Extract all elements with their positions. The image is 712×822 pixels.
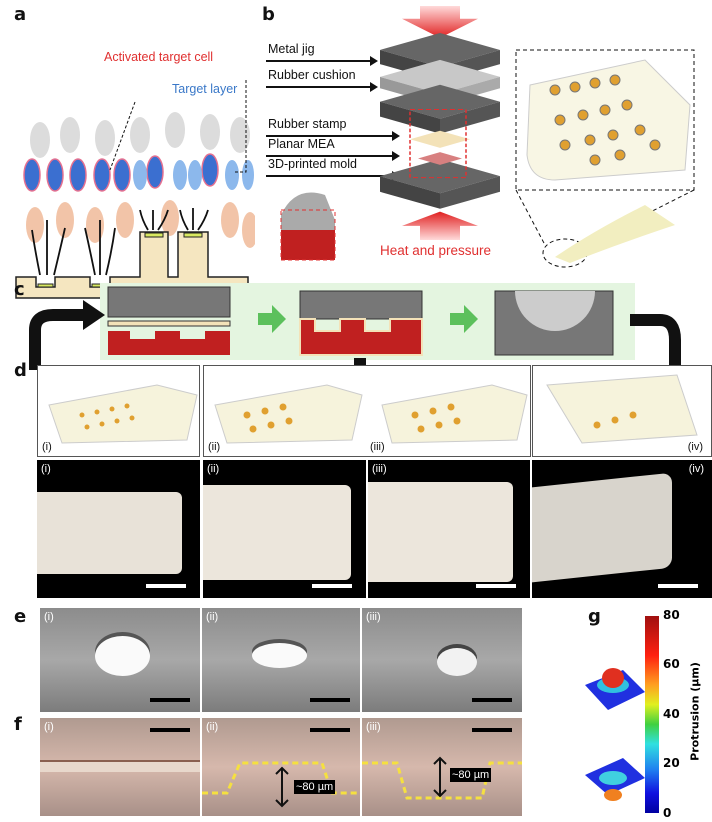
colorbar-tick: 0: [663, 806, 672, 820]
arrow-icon: [266, 131, 400, 141]
scale-bar: [476, 584, 516, 588]
panel-label-d: d: [14, 360, 27, 381]
sublabel: (iii): [366, 611, 381, 623]
arrow-icon: [266, 82, 378, 92]
scale-bar: [472, 698, 512, 702]
panel-label-e: e: [14, 606, 27, 627]
panel-label-a: a: [14, 4, 27, 25]
press-stack-diagram: [380, 6, 500, 240]
scale-bar: [310, 698, 350, 702]
planar-mea-label: Planar MEA: [268, 137, 335, 151]
panel-label-b: b: [262, 4, 275, 25]
photo-ii: (ii): [203, 460, 366, 598]
photo-iv: (iv): [532, 460, 712, 598]
metal-jig-label: Metal jig: [268, 42, 315, 56]
height-annotation: ~80 µm: [450, 768, 492, 782]
photo-iii: (iii): [368, 460, 530, 598]
mold-closeup-diagram: [280, 192, 336, 261]
profile-outline: [202, 761, 360, 808]
colorbar-tick: 60: [663, 657, 680, 671]
sublabel: (iv): [688, 463, 704, 475]
sublabel: (iii): [370, 441, 385, 453]
arrow-icon: [266, 56, 378, 66]
sublabel: (i): [42, 441, 52, 453]
height-annotation: ~80 µm: [294, 780, 336, 794]
neural-stimulation-diagram: [15, 80, 255, 299]
rubber-stamp-label: Rubber stamp: [268, 117, 347, 131]
surface-plots: [585, 668, 645, 801]
panel-label-g: g: [588, 606, 601, 627]
sublabel: (iv): [687, 441, 703, 453]
sem-image-ii: (ii): [202, 608, 360, 712]
panel-label-c: c: [14, 279, 25, 300]
colorbar-tick: 80: [663, 608, 680, 622]
scale-bar: [472, 728, 512, 732]
sublabel: (iii): [372, 463, 387, 475]
sem-image-iii: (iii): [362, 608, 522, 712]
cross-section-i: (i): [40, 718, 200, 816]
sublabel: (i): [44, 611, 54, 623]
colorbar: [645, 616, 659, 813]
photo-i: (i): [37, 460, 200, 598]
target-layer-label: Target layer: [172, 82, 238, 96]
activated-target-cell-label: Activated target cell: [104, 50, 214, 64]
scale-bar: [146, 584, 186, 588]
colorbar-tick: 40: [663, 707, 680, 721]
sublabel: (ii): [206, 611, 219, 623]
scale-bar: [150, 698, 190, 702]
cross-section-ii: (ii) ~80 µm: [202, 718, 360, 816]
sublabel: (i): [44, 721, 54, 733]
cross-section-iii: (iii) ~80 µm: [362, 718, 522, 816]
sublabel: (iii): [366, 721, 381, 733]
panel-label-f: f: [14, 714, 22, 735]
sublabel: (i): [41, 463, 51, 475]
sublabel: (ii): [206, 721, 219, 733]
sublabel: (ii): [207, 463, 220, 475]
curved-arrow-icon: [29, 300, 105, 370]
sublabel: (ii): [208, 441, 221, 453]
scale-bar: [658, 584, 698, 588]
mea-inset-diagram: [515, 49, 695, 268]
colorbar-title: Protrusion (µm): [688, 662, 702, 761]
arrow-icon: [266, 151, 400, 161]
heat-pressure-label: Heat and pressure: [380, 243, 492, 258]
colorbar-tick: 20: [663, 756, 680, 770]
scale-bar: [312, 584, 352, 588]
scale-bar: [310, 728, 350, 732]
rubber-cushion-label: Rubber cushion: [268, 68, 356, 82]
mea-illustrations: [48, 374, 698, 444]
process-steps-diagram: [107, 286, 614, 356]
scale-bar: [150, 728, 190, 732]
sem-image-i: (i): [40, 608, 200, 712]
mold-label: 3D-printed mold: [268, 157, 357, 171]
profile-outline: [362, 756, 522, 800]
